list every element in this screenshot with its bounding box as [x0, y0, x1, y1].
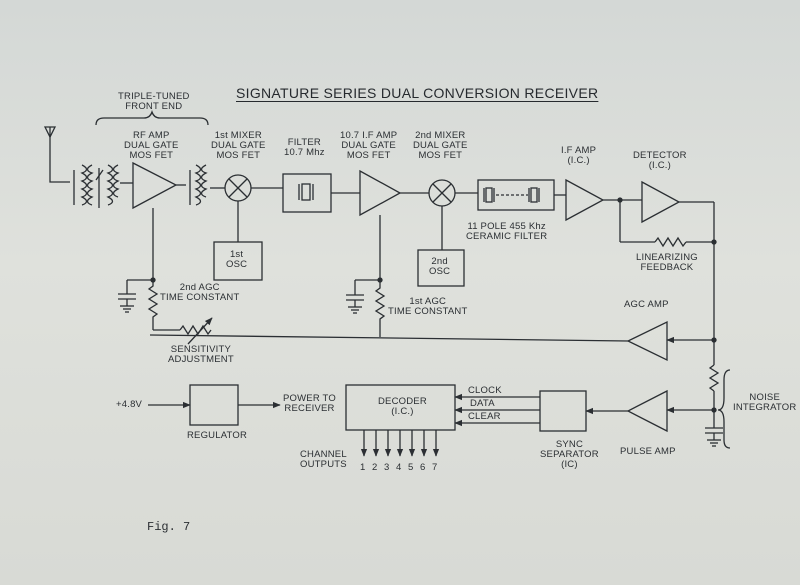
front-end-bracket: [95, 109, 209, 126]
channel-number: 4: [396, 462, 402, 473]
antenna-icon: [43, 126, 70, 183]
channel-number: 7: [432, 462, 438, 473]
channel-number: 5: [408, 462, 414, 473]
data-label: DATA: [470, 398, 495, 409]
regulator-box: [189, 384, 239, 426]
crystal-icon: [298, 183, 314, 201]
noise-integrator-capacitor-icon: [705, 427, 723, 447]
noise-integrator-resistor: [708, 364, 720, 392]
agc1-resistor: [374, 280, 386, 327]
agc2-resistor: [147, 280, 159, 323]
agc2-capacitor-icon: [118, 293, 136, 313]
clock-label: CLOCK: [468, 385, 502, 396]
linearizing-resistor: [654, 236, 687, 248]
regulator-label: REGULATOR: [187, 430, 248, 441]
interstage-coil-icon: [189, 164, 208, 206]
supply-voltage-label: +4.8V: [116, 399, 143, 410]
front-end-coils-icon: [73, 164, 120, 208]
diagram-title: SIGNATURE SERIES DUAL CONVERSION RECEIVE…: [236, 85, 599, 101]
channel-number: 6: [420, 462, 426, 473]
mixer1-symbol: [224, 174, 252, 202]
osc2-box: [417, 249, 465, 287]
if-amp2-label: I.F AMP(I.C.): [561, 145, 597, 166]
channel-number: 2: [372, 462, 378, 473]
sync-separator-box: [539, 390, 587, 432]
noise-integrator-bracket: [717, 369, 731, 449]
ceramic-crystal-icon: [483, 187, 540, 203]
clear-label: CLEAR: [468, 411, 501, 422]
rf-amp-triangle: [132, 161, 178, 210]
agc-amp-label: AGC AMP: [624, 299, 669, 310]
sensitivity-resistor: [179, 324, 212, 336]
mixer2-symbol: [428, 179, 456, 207]
pulse-amp-triangle: [626, 389, 668, 433]
if-amp1-triangle: [359, 169, 402, 217]
if-amp2-triangle: [565, 178, 605, 222]
detector-triangle: [641, 180, 681, 224]
figure-caption: Fig. 7: [147, 520, 191, 534]
decoder-label: DECODER(I.C.): [378, 396, 427, 417]
pulse-amp-label: PULSE AMP: [620, 446, 676, 457]
agc-amp-triangle: [626, 320, 668, 362]
detector-label: DETECTOR(I.C.): [633, 150, 687, 171]
filter-box: [282, 173, 332, 213]
channel-output-arrows: [360, 430, 440, 457]
osc1-box: [213, 241, 263, 281]
channel-number: 3: [384, 462, 390, 473]
agc1-capacitor-icon: [346, 294, 364, 314]
channel-number: 1: [360, 462, 366, 473]
